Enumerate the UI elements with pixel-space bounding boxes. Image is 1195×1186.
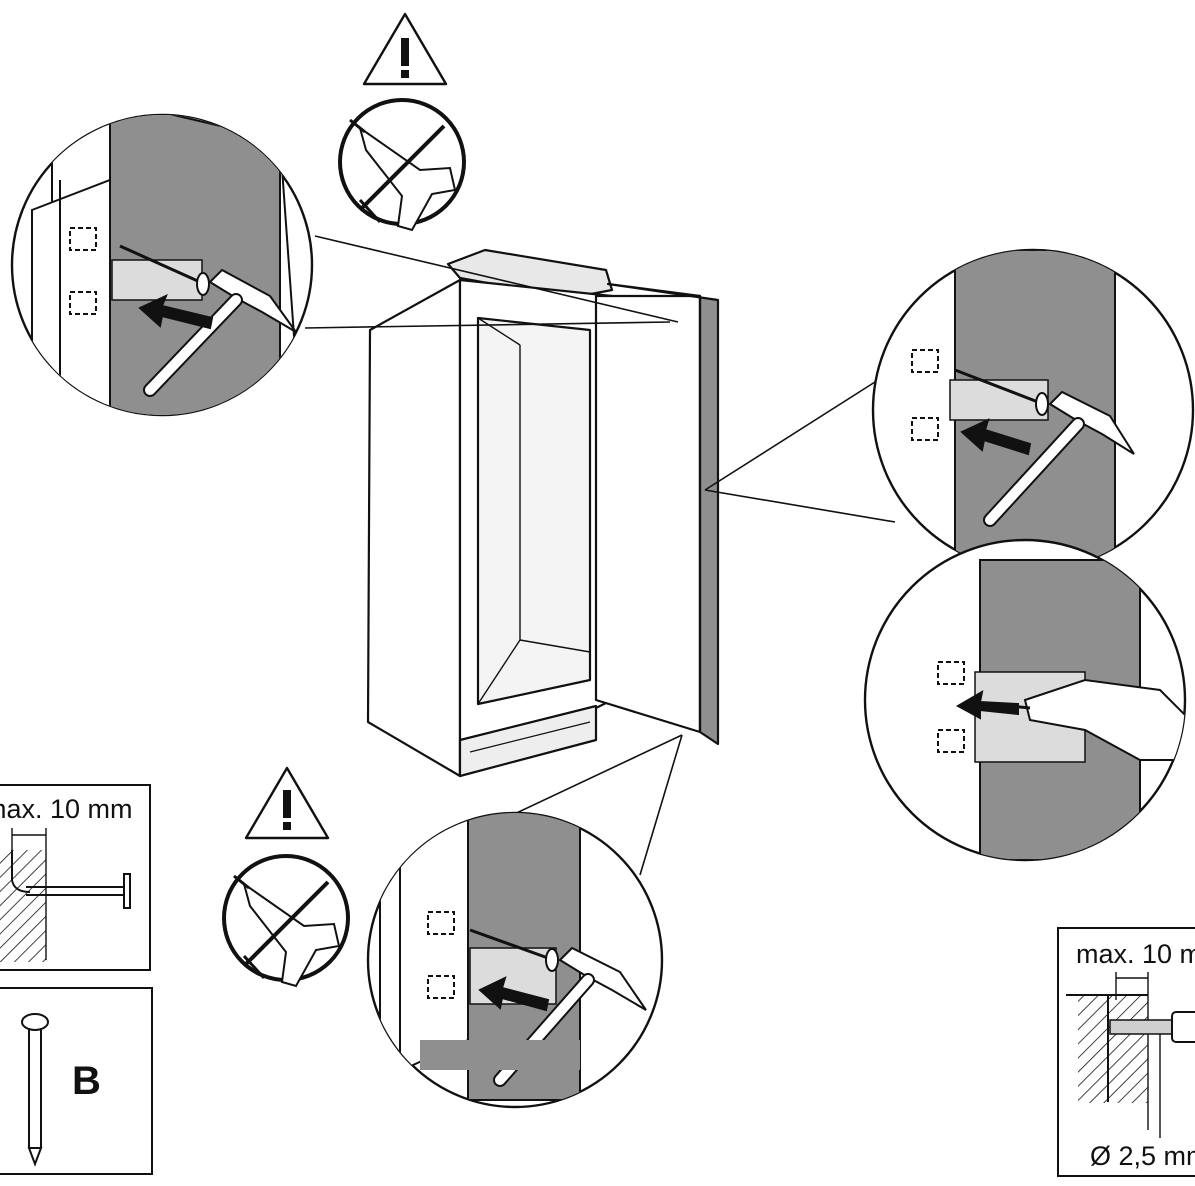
warning-bottom — [222, 766, 350, 988]
detail-circle-right-upper — [871, 248, 1195, 572]
drill-depth-detail: max. 10 mm Ø 2,5 mm — [1057, 927, 1195, 1177]
nail-letter-label: B — [72, 1059, 101, 1103]
no-drill-icon — [222, 854, 350, 988]
max-depth-label-left: max. 10 mm — [0, 794, 133, 824]
no-drill-icon — [338, 98, 466, 232]
detail-circle-right-lower — [863, 538, 1187, 862]
cabinet-illustration — [366, 248, 720, 778]
detail-circle-bottom — [366, 811, 664, 1109]
nail-icon — [21, 1013, 49, 1167]
detail-circle-top-left — [10, 113, 314, 417]
nail-depth-detail: max. 10 mm — [0, 784, 151, 971]
nail-type-detail: B — [0, 987, 153, 1175]
warning-top — [338, 12, 466, 232]
warning-triangle-icon — [362, 12, 448, 86]
max-depth-label-right: max. 10 mm — [1076, 939, 1195, 969]
drill-diameter-label: Ø 2,5 mm — [1090, 1141, 1195, 1171]
warning-triangle-icon — [244, 766, 330, 840]
callout-lines — [304, 235, 896, 876]
